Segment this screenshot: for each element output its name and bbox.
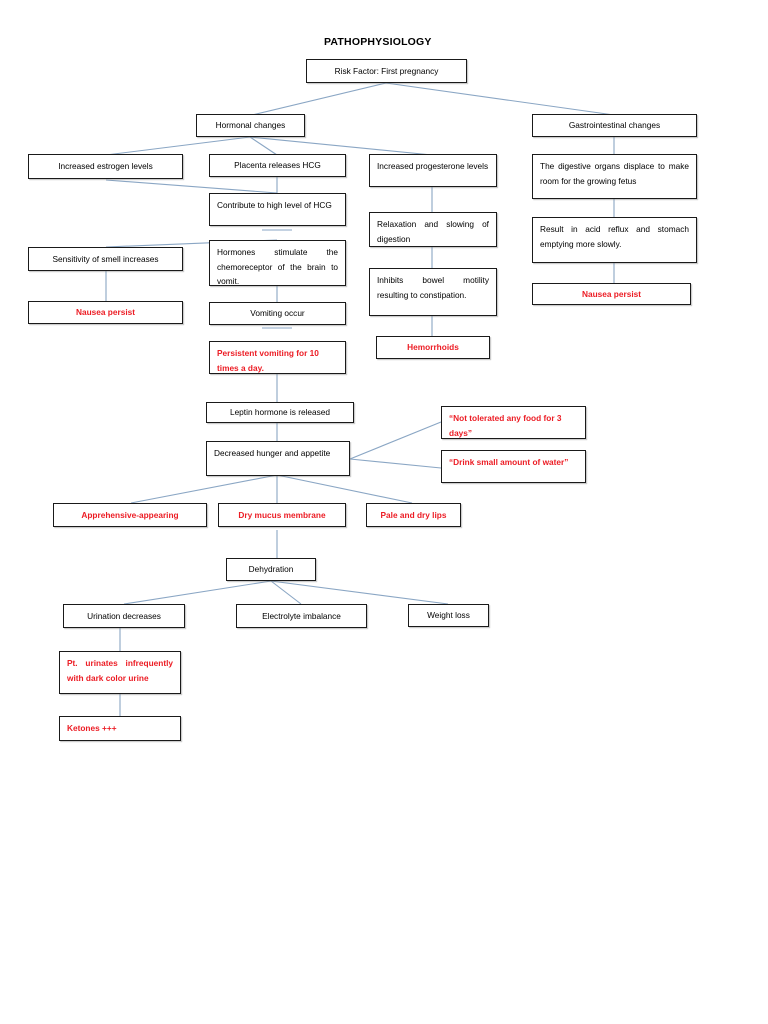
node-ketones[interactable]: Ketones +++ xyxy=(59,716,181,741)
node-leptin-released-label: Leptin hormone is released xyxy=(229,407,331,418)
node-dehydration[interactable]: Dehydration xyxy=(226,558,316,581)
node-pt-urinates-label: Pt. urinates infrequently with dark colo… xyxy=(67,658,173,683)
node-ketones-label: Ketones +++ xyxy=(67,723,117,734)
node-vomiting-occur-label: Vomiting occur xyxy=(250,308,305,319)
node-nausea-persist-left-label: Nausea persist xyxy=(75,307,136,318)
node-contribute-hcg[interactable]: Contribute to high level of HCG xyxy=(209,193,346,226)
node-apprehensive-label: Apprehensive-appearing xyxy=(81,509,179,520)
node-contribute-hcg-label: Contribute to high level of HCG xyxy=(217,200,332,210)
node-persistent-vomiting-label: Persistent vomiting for 10 times a day. xyxy=(217,348,319,373)
node-inhibits-bowel[interactable]: Inhibits bowel motility resulting to con… xyxy=(369,268,497,316)
node-electrolyte-imbalance-label: Electrolyte imbalance xyxy=(262,610,341,621)
node-risk-factor[interactable]: Risk Factor: First pregnancy xyxy=(306,59,467,83)
node-digestive-displace[interactable]: The digestive organs displace to make ro… xyxy=(532,154,697,199)
node-dry-mucus[interactable]: Dry mucus membrane xyxy=(218,503,346,527)
node-urination-decreases-label: Urination decreases xyxy=(87,610,161,621)
node-hormones-stimulate-label: Hormones stimulate the chemoreceptor of … xyxy=(217,247,338,286)
node-sensitivity-smell-label: Sensitivity of smell increases xyxy=(52,253,159,264)
node-hormonal-changes-label: Hormonal changes xyxy=(215,120,286,131)
node-nausea-persist-right-label: Nausea persist xyxy=(581,288,642,299)
node-persistent-vomiting[interactable]: Persistent vomiting for 10 times a day. xyxy=(209,341,346,374)
node-weight-loss-label: Weight loss xyxy=(427,610,470,621)
node-vomiting-occur[interactable]: Vomiting occur xyxy=(209,302,346,325)
node-pt-urinates[interactable]: Pt. urinates infrequently with dark colo… xyxy=(59,651,181,694)
node-sensitivity-smell[interactable]: Sensitivity of smell increases xyxy=(28,247,183,271)
page-title: PATHOPHYSIOLOGY xyxy=(324,36,432,48)
node-dehydration-label: Dehydration xyxy=(248,564,294,575)
node-increased-estrogen-label: Increased estrogen levels xyxy=(58,161,153,172)
node-relaxation-slowing[interactable]: Relaxation and slowing of digestion xyxy=(369,212,497,247)
node-digestive-displace-label: The digestive organs displace to make ro… xyxy=(540,161,689,186)
node-weight-loss[interactable]: Weight loss xyxy=(408,604,489,627)
node-pale-dry-lips[interactable]: Pale and dry lips xyxy=(366,503,461,527)
node-increased-progesterone-label: Increased progesterone levels xyxy=(377,161,489,171)
node-nausea-persist-right[interactable]: Nausea persist xyxy=(532,283,691,305)
node-relaxation-slowing-label: Relaxation and slowing of digestion xyxy=(377,219,489,244)
node-acid-reflux-label: Result in acid reflux and stomach emptyi… xyxy=(540,224,689,249)
node-decreased-hunger[interactable]: Decreased hunger and appetite xyxy=(206,441,350,476)
node-quote-not-tolerated-label: “Not tolerated any food for 3 days” xyxy=(449,413,562,438)
node-hemorrhoids-label: Hemorrhoids xyxy=(407,342,459,353)
node-increased-progesterone[interactable]: Increased progesterone levels xyxy=(369,154,497,187)
node-placenta-hcg-label: Placenta releases HCG xyxy=(234,160,321,171)
node-nausea-persist-left[interactable]: Nausea persist xyxy=(28,301,183,324)
node-apprehensive[interactable]: Apprehensive-appearing xyxy=(53,503,207,527)
node-quote-drink-water-label: “Drink small amount of water” xyxy=(449,457,569,467)
node-decreased-hunger-label: Decreased hunger and appetite xyxy=(214,448,331,458)
node-pale-dry-lips-label: Pale and dry lips xyxy=(380,509,447,520)
node-risk-factor-label: Risk Factor: First pregnancy xyxy=(334,65,439,76)
node-dry-mucus-label: Dry mucus membrane xyxy=(238,509,326,520)
node-quote-not-tolerated[interactable]: “Not tolerated any food for 3 days” xyxy=(441,406,586,439)
node-placenta-hcg[interactable]: Placenta releases HCG xyxy=(209,154,346,177)
node-electrolyte-imbalance[interactable]: Electrolyte imbalance xyxy=(236,604,367,628)
node-leptin-released[interactable]: Leptin hormone is released xyxy=(206,402,354,423)
node-hormonal-changes[interactable]: Hormonal changes xyxy=(196,114,305,137)
node-urination-decreases[interactable]: Urination decreases xyxy=(63,604,185,628)
node-quote-drink-water[interactable]: “Drink small amount of water” xyxy=(441,450,586,483)
node-increased-estrogen[interactable]: Increased estrogen levels xyxy=(28,154,183,179)
node-acid-reflux[interactable]: Result in acid reflux and stomach emptyi… xyxy=(532,217,697,263)
node-gastrointestinal-changes-label: Gastrointestinal changes xyxy=(568,120,661,131)
node-hormones-stimulate[interactable]: Hormones stimulate the chemoreceptor of … xyxy=(209,240,346,286)
node-gastrointestinal-changes[interactable]: Gastrointestinal changes xyxy=(532,114,697,137)
node-hemorrhoids[interactable]: Hemorrhoids xyxy=(376,336,490,359)
node-inhibits-bowel-label: Inhibits bowel motility resulting to con… xyxy=(377,275,489,300)
